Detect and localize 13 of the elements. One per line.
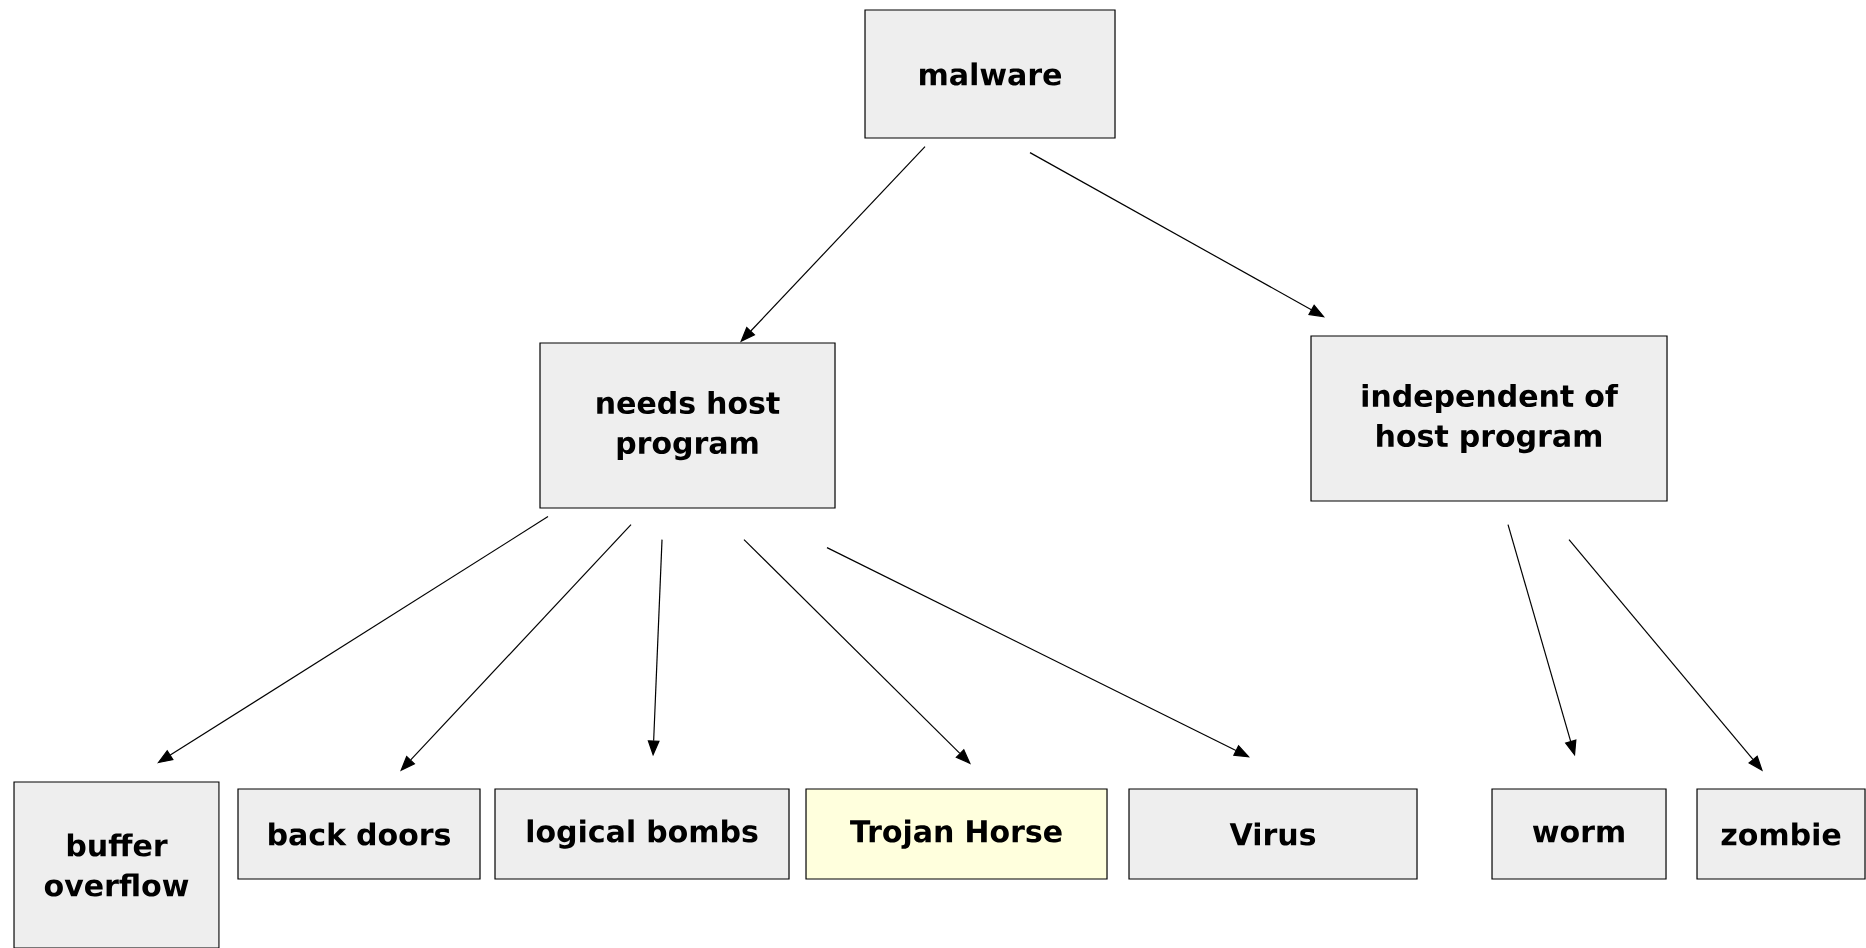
category-box: zombie	[1696, 788, 1866, 880]
category-box: Virus	[1128, 788, 1418, 880]
category-box: independent of host program	[1310, 335, 1668, 502]
arrow	[1029, 152, 1325, 318]
category-box: malware	[864, 9, 1116, 139]
category-box: logical bombs	[494, 788, 790, 880]
category-box: worm	[1491, 788, 1667, 880]
category-box: Trojan Horse	[805, 788, 1108, 880]
arrow	[826, 547, 1250, 758]
category-box: back doors	[237, 788, 481, 880]
arrow	[157, 516, 549, 764]
category-box: buffer overflow	[13, 781, 220, 948]
category-box: needs host program	[539, 342, 836, 509]
